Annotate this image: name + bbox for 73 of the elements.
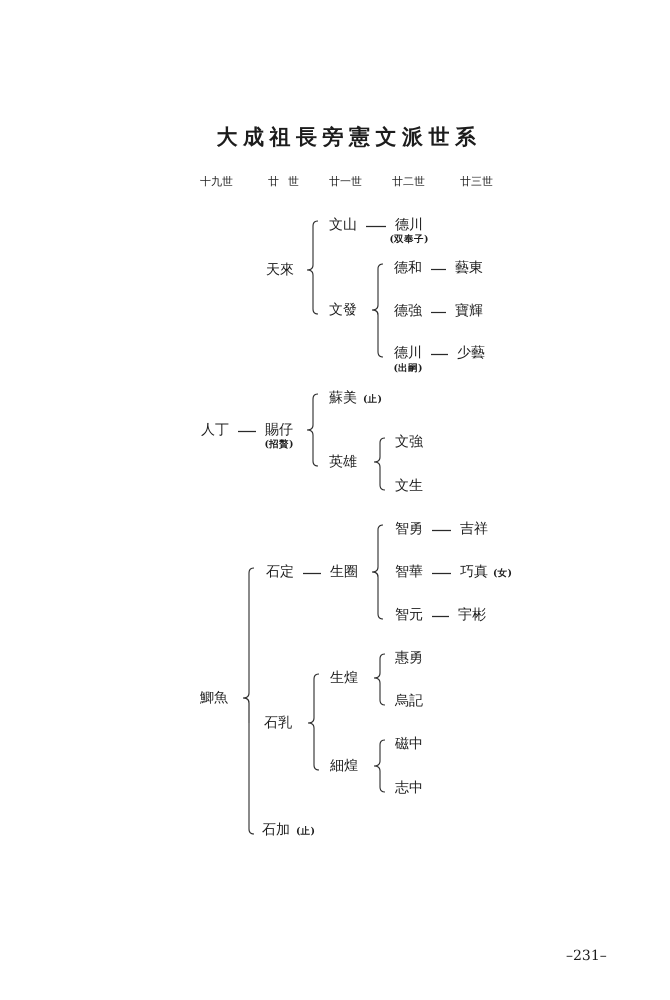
title: 大成祖長旁憲文派世系	[216, 124, 482, 150]
name-text: 磁中	[395, 736, 423, 752]
brace	[372, 309, 384, 358]
name-text: 巧真	[460, 564, 488, 580]
name-text: 少藝	[457, 345, 485, 361]
connector-line	[431, 312, 446, 314]
brace	[242, 697, 254, 835]
generation-label: 廿三世	[460, 175, 493, 189]
name-text: 德強	[394, 303, 422, 319]
note-text: (止)	[296, 826, 315, 836]
brace	[308, 722, 320, 771]
brace	[306, 220, 318, 271]
brace	[308, 673, 320, 724]
connector-line	[431, 268, 446, 270]
connector-line	[238, 430, 256, 432]
name-text: 蘇美	[329, 390, 357, 406]
generation-label: 廿一世	[329, 175, 362, 189]
page-number: –231–	[566, 948, 607, 964]
name-text: 智華	[395, 564, 423, 580]
brace	[242, 567, 254, 699]
brace	[374, 653, 386, 679]
note-text: (女)	[493, 568, 512, 578]
brace	[372, 263, 384, 311]
brace	[306, 269, 318, 315]
brace	[372, 524, 384, 573]
name-text: 石乳	[264, 715, 292, 731]
name-text: 賜仔	[265, 422, 293, 438]
name-text: 英雄	[329, 454, 357, 470]
name-text: 文發	[329, 302, 357, 318]
name-text: 石定	[266, 564, 294, 580]
name-text: 智元	[395, 607, 423, 623]
name-text: 德川	[394, 345, 422, 361]
name-text: 生煌	[330, 670, 358, 686]
brace	[306, 429, 318, 467]
connector-line	[366, 226, 386, 228]
brace	[372, 571, 384, 620]
name-text: 人丁	[201, 422, 229, 438]
note-text: (出嗣)	[394, 362, 422, 374]
note-text: (止)	[363, 394, 382, 404]
name-text: 鯽魚	[200, 690, 228, 706]
name-text: 德和	[394, 260, 422, 276]
connector-line	[431, 354, 448, 356]
name-text: 天來	[266, 262, 294, 278]
generation-label: 十九世	[200, 175, 233, 189]
connector-line	[432, 572, 451, 574]
name-text: 寶輝	[455, 303, 483, 319]
name-text: 藝東	[455, 260, 483, 276]
name-text: 惠勇	[395, 650, 423, 666]
connector-line	[432, 530, 451, 532]
connector-line	[432, 616, 449, 618]
brace	[374, 437, 386, 463]
name-text: 烏記	[395, 693, 423, 709]
brace	[374, 461, 386, 491]
name-text: 宇彬	[458, 607, 486, 623]
name-text: 石加	[262, 822, 290, 838]
name-text: 吉祥	[460, 521, 488, 537]
name-text: 生圈	[330, 564, 358, 580]
name-text: 文山	[329, 217, 357, 233]
brace	[374, 677, 386, 706]
name-text: 文生	[395, 478, 423, 494]
connector-line	[303, 572, 321, 574]
brace	[374, 765, 386, 793]
generation-label: 廿世	[268, 175, 308, 189]
name-text: 細煌	[330, 758, 358, 774]
name-text: 志中	[395, 780, 423, 796]
name-text: 文強	[395, 434, 423, 450]
brace	[306, 393, 318, 431]
name-text: 智勇	[395, 521, 423, 537]
name-text: 德川	[395, 217, 423, 233]
note-text: (双奉子)	[390, 234, 428, 244]
note-text: (招贅)	[264, 438, 294, 450]
brace	[374, 739, 386, 767]
generation-label: 廿二世	[392, 175, 425, 189]
